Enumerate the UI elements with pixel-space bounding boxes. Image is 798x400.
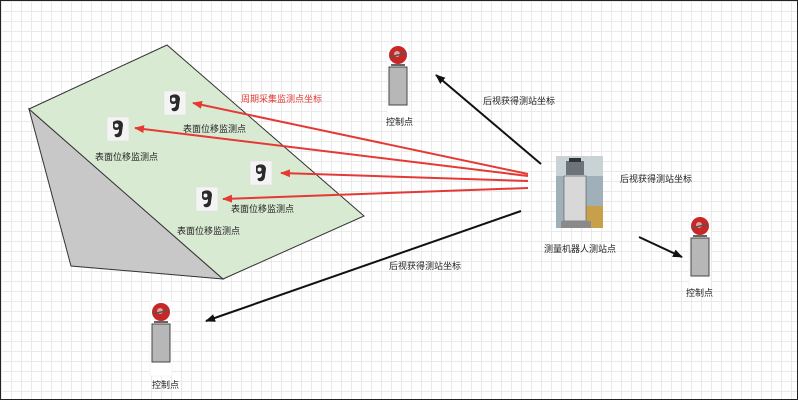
control-point-label: 控制点 [152, 379, 179, 391]
control-pillar-icon [688, 214, 712, 291]
periodic-collect-label: 周期采集监测点坐标 [241, 93, 322, 105]
survey-point-label: 表面位移监测点 [183, 123, 246, 135]
survey-point-label: 表面位移监测点 [231, 203, 294, 215]
black-arrow-right [638, 236, 683, 258]
red-arrow-4 [222, 187, 529, 203]
prism-icon [195, 186, 219, 212]
control-pillar-icon [149, 300, 173, 377]
black-arrow-top [435, 74, 542, 165]
prism-icon [249, 160, 273, 186]
backsight-label-right: 后视获得测站坐标 [620, 173, 692, 185]
backsight-label-top: 后视获得测站坐标 [483, 95, 555, 107]
black-arrow-bottom [205, 210, 522, 322]
control-point-label: 控制点 [686, 287, 713, 299]
survey-point-label: 表面位移监测点 [95, 151, 158, 163]
prism-icon [163, 90, 187, 116]
control-pillar-icon [386, 43, 410, 120]
robot-station-label: 测量机器人测站点 [544, 243, 616, 255]
survey-point-label: 表面位移监测点 [177, 225, 240, 237]
prism-icon [106, 116, 130, 142]
red-arrow-1 [192, 100, 529, 175]
control-point-label: 控制点 [386, 116, 413, 128]
slope-face [28, 44, 365, 280]
total-station-icon [556, 156, 603, 228]
backsight-label-bottom: 后视获得测站坐标 [389, 260, 461, 272]
red-arrow-3 [280, 169, 529, 182]
red-arrow-2 [134, 125, 529, 177]
